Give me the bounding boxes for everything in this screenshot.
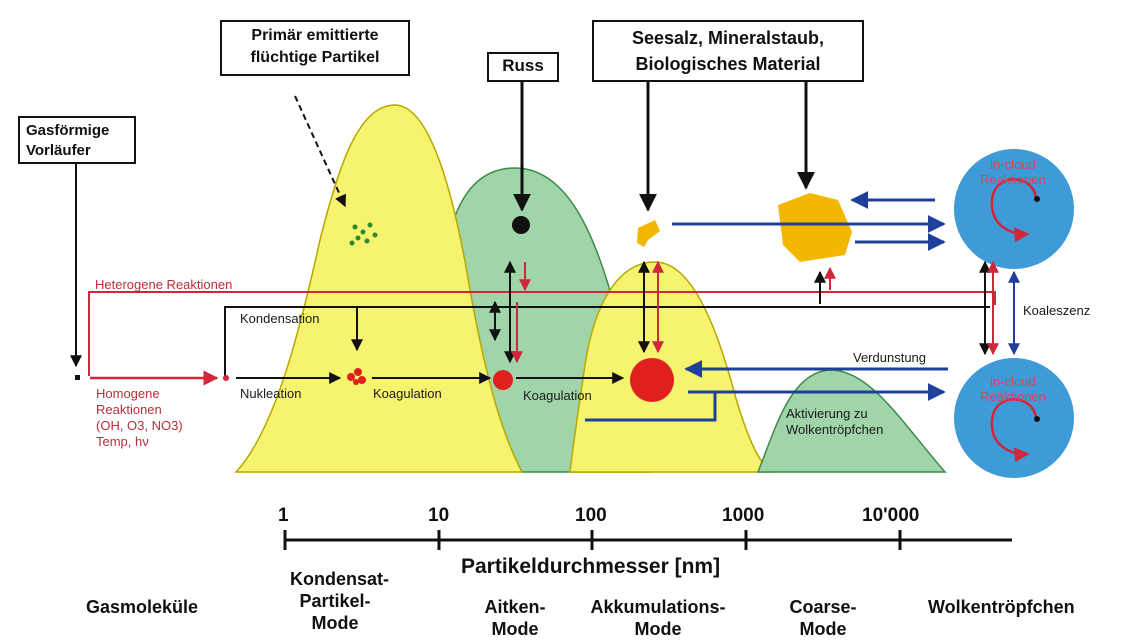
mode-droplets: Wolkentröpfchen — [928, 596, 1075, 618]
coagulation-label-1: Koagulation — [373, 386, 442, 401]
evaporation-label: Verdunstung — [853, 350, 926, 365]
seasalt-particle — [637, 220, 660, 247]
axis-title: Partikeldurchmesser [nm] — [461, 555, 720, 579]
activation-label: Aktivierung zu Wolkentröpfchen — [786, 406, 883, 438]
soot-box: Russ — [487, 52, 559, 82]
mode-accumulation: Akkumulations- Mode — [583, 596, 733, 640]
mineral-particle — [778, 193, 852, 262]
soot-particle — [512, 216, 530, 234]
tick-label-10: 10 — [428, 505, 449, 527]
accumulation-particle — [630, 358, 674, 402]
coalescence-label: Koaleszenz — [1023, 303, 1090, 318]
primary-particles-box: Primär emittierte flüchtige Partikel — [220, 20, 410, 76]
nucleation-label: Nukleation — [240, 386, 301, 401]
homogeneous-label: Homogene Reaktionen (OH, O3, NO3) Temp, … — [96, 386, 183, 450]
tick-label-1000: 1000 — [722, 505, 764, 527]
heterogeneous-label: Heterogene Reaktionen — [95, 277, 232, 292]
tick-label-100: 100 — [575, 505, 607, 527]
mode-aitken: Aitken- Mode — [472, 596, 558, 640]
tick-label-10000: 10'000 — [862, 505, 919, 527]
gas-precursor-box: Gasförmige Vorläufer — [18, 116, 136, 164]
gas-molecule-dot — [75, 375, 80, 380]
coagulation-label-2: Koagulation — [523, 388, 592, 403]
incloud-label-bottom: in-cloud Reaktionen — [980, 374, 1046, 404]
incloud-label-top: in-cloud Reaktionen — [980, 157, 1046, 187]
aitken-particle — [493, 370, 513, 390]
mode-gas: Gasmoleküle — [86, 596, 198, 618]
x-axis — [285, 530, 1012, 550]
condensation-label: Kondensation — [240, 311, 320, 326]
mode-condensate: Kondensat- Partikel- Mode — [290, 568, 380, 634]
mode-coarse: Coarse- Mode — [780, 596, 866, 640]
tick-label-1: 1 — [278, 505, 289, 527]
seasalt-box: Seesalz, Mineralstaub, Biologisches Mate… — [592, 20, 864, 82]
